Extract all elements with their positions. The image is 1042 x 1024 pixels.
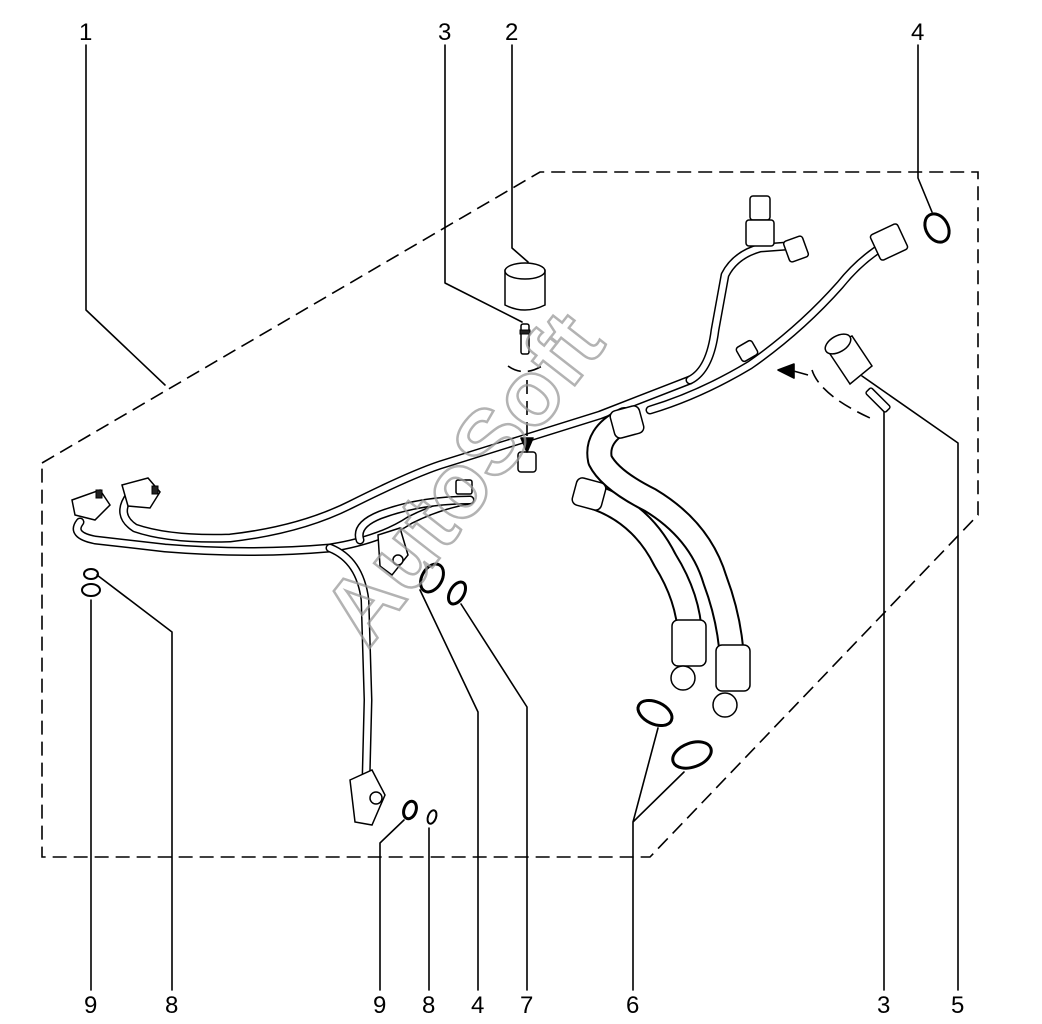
valve-arrowhead-center xyxy=(520,437,534,453)
callout-top-1: 1 xyxy=(79,19,92,46)
valve-install-arrow-right xyxy=(789,369,871,419)
top-fittings xyxy=(455,195,909,495)
callout-bottom-8a: 8 xyxy=(165,992,178,1019)
large-hoses xyxy=(571,405,751,718)
callout-bottom-7: 7 xyxy=(520,992,533,1019)
callout-bottom-9a: 9 xyxy=(84,992,97,1019)
callout-bottom-9b: 9 xyxy=(373,992,386,1019)
o-rings xyxy=(81,212,951,825)
callout-top-2: 2 xyxy=(505,19,518,46)
valve-core-part-3b xyxy=(865,387,891,413)
callout-bottom-8b: 8 xyxy=(422,992,435,1019)
left-flanges xyxy=(71,477,409,826)
callout-top-3: 3 xyxy=(438,19,451,46)
callout-bottom-6: 6 xyxy=(626,992,639,1019)
leader-lines xyxy=(85,44,959,991)
service-cap-part-2 xyxy=(504,262,546,311)
valve-core-part-3 xyxy=(519,323,531,355)
valve-install-arrow-center xyxy=(507,363,546,448)
valve-arrowhead-right xyxy=(777,363,795,379)
callout-bottom-4: 4 xyxy=(471,992,484,1019)
service-cap-part-5 xyxy=(824,333,874,386)
callout-bottom-5: 5 xyxy=(951,992,964,1019)
callout-top-4: 4 xyxy=(911,19,924,46)
left-pipe-run xyxy=(72,240,890,785)
assembly-boundary xyxy=(41,171,979,858)
callout-bottom-3: 3 xyxy=(877,992,890,1019)
